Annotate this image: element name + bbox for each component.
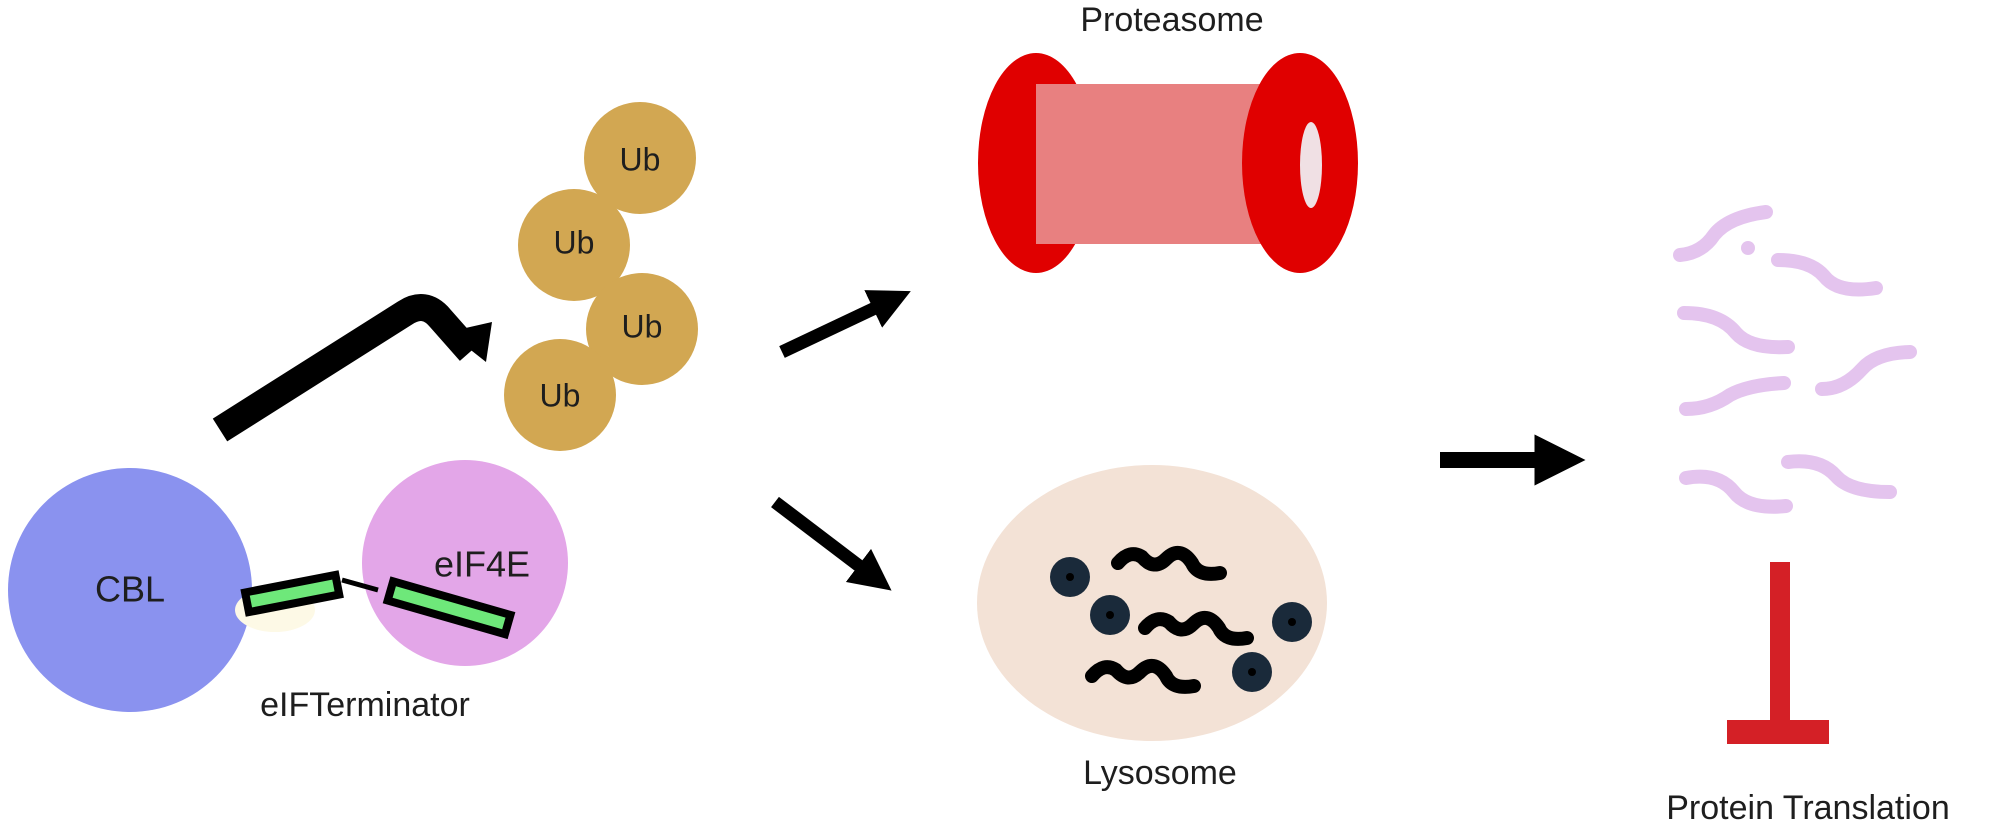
ubiquitin-circle — [518, 189, 630, 301]
eif4e-circle — [362, 460, 568, 666]
cbl-node: CBL — [8, 468, 252, 712]
degraded-fragments — [1673, 205, 1917, 514]
ubiquitin-label: Ub — [540, 377, 581, 413]
peptide-fragment — [1771, 253, 1883, 297]
cbl-circle — [8, 468, 252, 712]
peptide-fragment — [1781, 454, 1897, 499]
inhibition-symbol — [1727, 562, 1829, 744]
ubiquitin-label: Ub — [622, 308, 663, 344]
protein-translation-label: Protein Translation — [1666, 789, 1950, 827]
peptide-fragment — [1679, 469, 1793, 514]
degrader-warhead-left-fill — [249, 579, 335, 608]
lysosome-peptide — [1138, 611, 1254, 646]
peptide-fragment — [1679, 376, 1791, 416]
eif4e-node: eIF4E — [362, 460, 568, 666]
lysosome: Lysosome — [977, 465, 1327, 792]
amino-acid-dot-center — [1106, 611, 1114, 619]
amino-acid-dot-center — [1066, 573, 1074, 581]
lysosome-peptide — [1085, 659, 1201, 694]
ubiquitination-arrowhead — [448, 322, 492, 362]
proteasome-label: Proteasome — [1080, 1, 1263, 39]
ubiquitin-label: Ub — [554, 224, 595, 260]
amino-acid-dot-center — [1288, 618, 1296, 626]
ubiquitin-circle — [586, 273, 698, 385]
inhibition-stem — [1770, 562, 1790, 732]
peptide-fragment — [1677, 306, 1795, 355]
peptide-fragment — [1673, 205, 1773, 262]
ubiquitination-arrow — [212, 294, 481, 442]
ubiquitin-label: Ub — [620, 141, 661, 177]
lysosome-peptide — [1111, 546, 1227, 581]
proteasome-core — [1036, 84, 1261, 244]
ubiquitin-circle — [584, 102, 696, 214]
lysosome-body — [977, 465, 1327, 741]
ubiquitin-circle — [504, 339, 616, 451]
degrader-warhead-right-fill — [392, 586, 506, 630]
ubiquitin-chain: Ub Ub Ub Ub — [504, 102, 698, 451]
lysosome-amino-acids — [1050, 557, 1312, 692]
lysosome-fragments — [1085, 546, 1254, 694]
proteasome-right-ring — [1242, 53, 1358, 273]
arrow-to-proteasome — [779, 290, 911, 358]
degrader-label: eIFTerminator — [260, 686, 470, 724]
degrader-molecule: eIFTerminator — [235, 570, 516, 724]
peptide-fragment — [1815, 345, 1917, 396]
cbl-label: CBL — [95, 569, 165, 610]
lysosome-label: Lysosome — [1083, 754, 1237, 792]
degrader-linker — [341, 577, 379, 593]
proteasome: Proteasome — [978, 1, 1358, 273]
inhibition-bar — [1727, 720, 1829, 744]
proteasome-pore — [1300, 122, 1322, 208]
amino-acid-dot-center — [1248, 668, 1256, 676]
eif4e-label: eIF4E — [434, 544, 530, 585]
arrow-to-lysosome — [771, 496, 892, 591]
